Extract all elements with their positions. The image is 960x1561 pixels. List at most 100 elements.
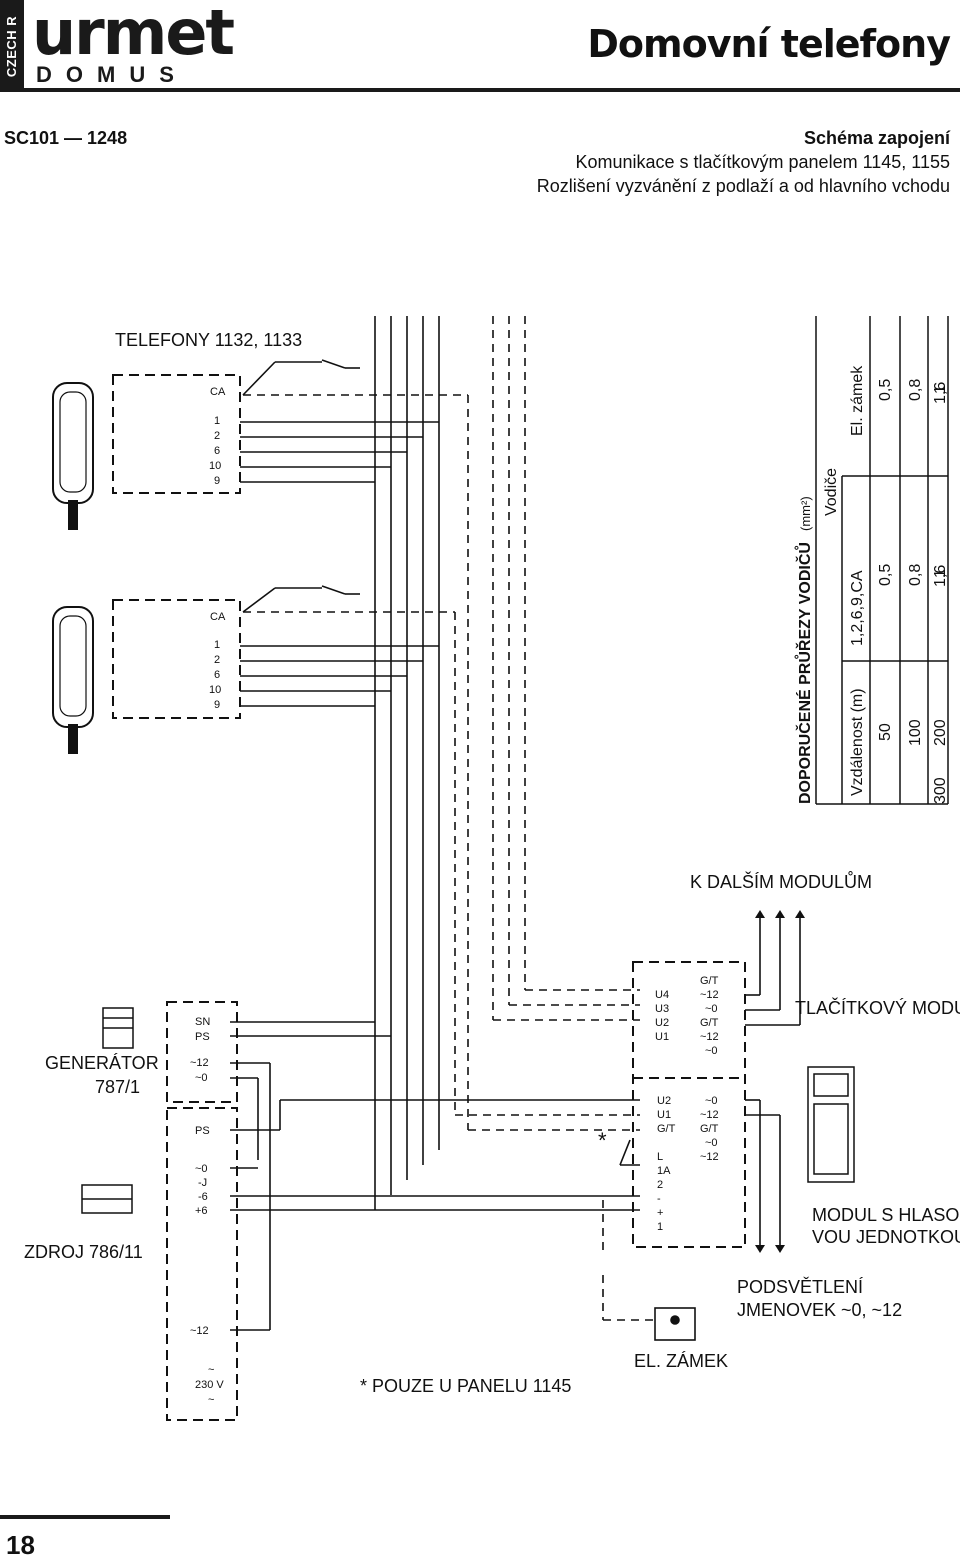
terminal-label: 1 [214,415,220,427]
psu-label: ZDROJ 786/11 [24,1242,143,1262]
table-unit: (mm²) [798,496,813,531]
terminal-label: U4 [655,989,669,1001]
table-row-300-b: 1,6 [925,545,955,605]
terminal-label: ~0 [705,1045,718,1057]
country-tag: CZECH R [0,0,24,92]
table-row-300-c: 1,6 [925,360,955,420]
terminal-label: 6 [214,669,220,681]
table-column-header: 1,2,6,9,CA [849,570,866,646]
brand-logo: urmet [32,0,235,69]
subtitle-line-2: Rozlišení vyzvánění z podlaží a od hlavn… [536,176,950,196]
table-title: DOPORUČENÉ PRŮŘEZY VODIČŮ [794,542,814,804]
terminal-label: 1 [214,639,220,651]
intercom-panel-icon [807,1066,855,1183]
table-cell: 100 [907,719,924,746]
terminal-label: U3 [655,1003,669,1015]
terminal-label: 2 [214,430,220,442]
table-cell: 0,8 [907,564,924,586]
terminal-label: ~12 [190,1057,209,1069]
terminal-label: ~0 [705,1095,718,1107]
voice-module-label: MODUL S HLASO- [812,1205,960,1225]
terminal-label: +6 [195,1205,208,1217]
terminal-label: ~0 [195,1072,208,1084]
table-cell: 1 [932,385,949,394]
terminal-label: 9 [214,475,220,487]
lighting-label: PODSVĚTLENÍ [737,1277,864,1297]
page-title: Domovní telefony [587,22,951,66]
terminal-label: G/T [657,1123,676,1135]
terminal-label: ~0 [705,1003,718,1015]
terminal-label: U1 [657,1109,671,1121]
button-module-label: TLAČÍTKOVÝ MODUL [795,998,960,1018]
terminal-label: PS [195,1125,210,1137]
terminal-label: ~ [208,1364,214,1376]
table-row-300: 300 [925,700,955,810]
wiring-diagram: CA 1 2 6 10 9 CA 1 2 6 10 9 SN PS ~12 ~0… [52,316,855,1421]
generator-label: GENERÁTOR [45,1053,159,1073]
wire-table: DOPORUČENÉ PRŮŘEZY VODIČŮ (mm²) Vodiče V… [790,316,950,806]
terminal-label: + [657,1207,663,1219]
arrow-up-icon [755,910,805,918]
handset-icon [52,382,94,530]
phones-label: TELEFONY 1132, 1133 [115,330,303,350]
terminal-label: - [657,1193,661,1205]
terminal-label: 10 [209,460,221,472]
page-number: 18 [6,1530,35,1560]
table-column-header: El. zámek [849,365,866,436]
table-cell: 200 [932,719,949,746]
lock-label: EL. ZÁMEK [634,1351,729,1371]
terminal-label: 230 V [195,1379,224,1391]
terminal-label: SN [195,1016,210,1028]
terminal-label: PS [195,1031,210,1043]
table-cell: 0,5 [877,379,894,401]
table-cell: 1,6 [932,382,949,404]
terminal-label: U2 [657,1095,671,1107]
header-rule [0,88,960,92]
voice-module-label: VOU JEDNOTKOU [812,1227,960,1247]
terminal-label: U2 [655,1017,669,1029]
terminal-label: ~0 [195,1163,208,1175]
terminal-label: G/T [700,1123,719,1135]
table-cell: 0,8 [907,379,924,401]
terminal-label: 2 [657,1179,663,1191]
generator-model: 787/1 [95,1077,141,1097]
terminal-label: G/T [700,1017,719,1029]
terminal-label: L [657,1151,663,1163]
next-modules-label: K DALŠÍM MODULŮM [690,872,873,892]
model-number: SC101 — 1248 [4,128,128,148]
power-supply-icon [81,1184,133,1214]
arrow-down-icon [755,1245,785,1253]
brand-sub: DOMUS [36,62,188,87]
electric-lock-icon [654,1307,696,1341]
generator-icon [102,1007,134,1049]
terminal-label: 6 [214,445,220,457]
terminal-label: CA [210,386,226,398]
terminal-label: ~12 [190,1325,209,1337]
subtitle-line-1: Komunikace s tlačítkovým panelem 1145, 1… [575,152,950,172]
terminal-label: -J [198,1177,207,1189]
terminal-label: ~12 [700,1151,719,1163]
table-cell: 50 [877,723,894,741]
section-heading: Schéma zapojení [803,128,950,148]
terminal-label: 9 [214,699,220,711]
terminal-label: U1 [655,1031,669,1043]
terminal-label: ~ [208,1394,214,1406]
terminal-label: 2 [214,654,220,666]
handset-icon [52,606,94,754]
table-cell: 300 [932,777,949,804]
terminal-label: ~0 [705,1137,718,1149]
terminal-label: ~12 [700,989,719,1001]
footnote: * POUZE U PANELU 1145 [360,1376,572,1396]
lighting-label: JMENOVEK ~0, ~12 [737,1300,903,1320]
table-cell: 0,5 [877,564,894,586]
terminal-label: 10 [209,684,221,696]
table-column-header: Vzdálenost (m) [849,688,866,796]
footer-rule [0,1515,170,1519]
terminal-label: 1 [657,1221,663,1233]
terminal-label: 1A [657,1165,671,1177]
asterisk-mark: * [598,1128,607,1153]
terminal-label: CA [210,611,226,623]
terminal-label: -6 [198,1191,208,1203]
table-group-header: Vodiče [823,468,840,516]
terminal-label: ~12 [700,1031,719,1043]
